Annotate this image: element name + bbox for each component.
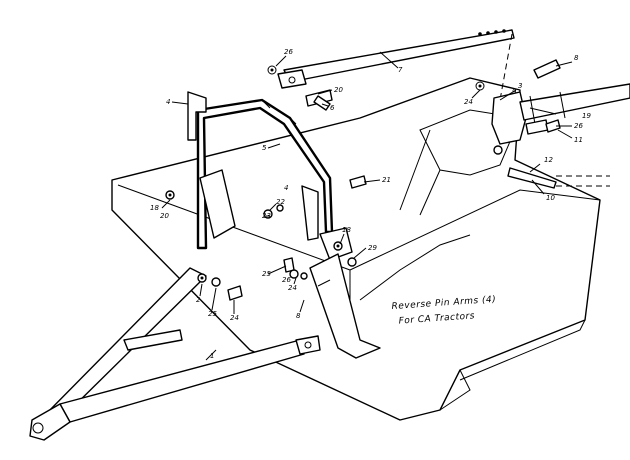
callout-21: 21 [382, 176, 391, 184]
callout-9: 9 [512, 88, 517, 96]
callout-2: 2 [196, 296, 201, 304]
callout-5: 5 [262, 144, 267, 152]
callout-11: 11 [574, 136, 583, 144]
callout-24-left: 24 [230, 314, 239, 322]
a-frame-bracket [196, 98, 334, 250]
pin-part-8 [533, 59, 561, 79]
callout-18: 18 [150, 204, 159, 212]
callout-1: 1 [210, 352, 214, 360]
callout-4: 4 [166, 98, 170, 106]
left-upright-plate [187, 91, 236, 239]
center-support-post [309, 253, 381, 359]
callout-8: 8 [574, 54, 579, 62]
callout-18-right: 18 [342, 226, 351, 234]
callout-8-bottom: 8 [296, 312, 301, 320]
callout-12: 12 [544, 156, 553, 164]
callout-29: 29 [368, 244, 377, 252]
callout-26-right: 26 [574, 122, 583, 130]
mower-deck [111, 77, 601, 421]
callout-3: 3 [518, 82, 522, 90]
callout-6: 6 [330, 104, 335, 112]
callout-26: 26 [284, 48, 293, 56]
callout-19: 19 [582, 112, 591, 120]
side-bar-parts [507, 167, 610, 189]
leader-lines [161, 51, 573, 361]
callout-24-mid: 24 [288, 284, 297, 292]
callout-24: 24 [464, 98, 473, 106]
callout-4-right: 4 [284, 184, 288, 192]
callout-10: 10 [546, 194, 555, 202]
callout-20: 20 [334, 86, 343, 94]
callout-26-mid: 26 [282, 276, 291, 284]
callout-20-left: 20 [160, 212, 169, 220]
callout-numbers: 26 7 20 6 4 5 3 8 9 24 19 26 11 12 10 21… [150, 48, 591, 360]
callout-23: 23 [262, 212, 271, 220]
callout-25-left: 25 [208, 310, 217, 318]
callout-7: 7 [398, 66, 403, 74]
callout-22: 22 [276, 198, 285, 206]
tongue-hitch-frame [29, 267, 321, 441]
callout-25: 25 [262, 270, 271, 278]
